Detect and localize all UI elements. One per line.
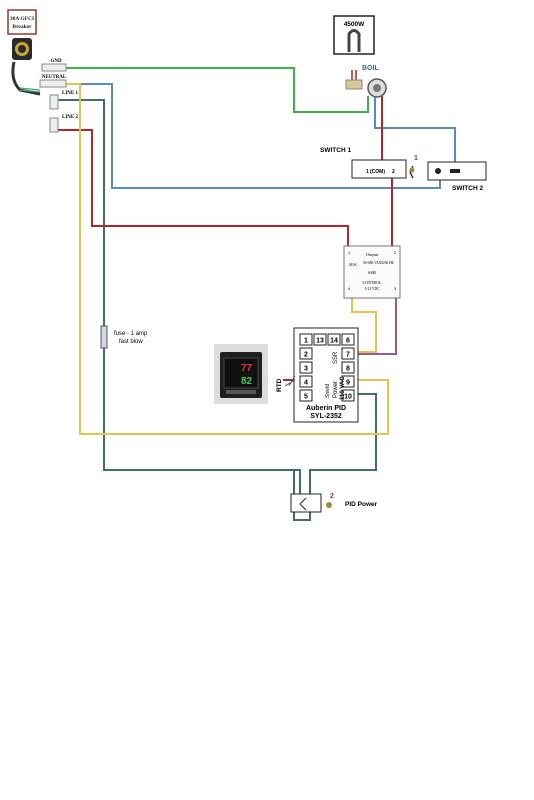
breaker-label-line2: Breaker <box>12 24 32 30</box>
switch-2: SWITCH 2 <box>427 161 487 192</box>
heating-element-icon <box>347 29 361 52</box>
ssr-pin2: 2 <box>394 250 397 255</box>
pid-terminal-label-8: 8 <box>346 366 350 373</box>
line2-terminal <box>49 117 59 133</box>
switch1-pin-right: 2 <box>392 169 395 175</box>
pid-hot-wire <box>58 83 389 435</box>
boil-receptacle: BOIL <box>362 65 387 98</box>
ssr-hz: 50/60 HZ <box>380 261 394 265</box>
pid-switch-toggle-icon[interactable] <box>299 497 307 511</box>
pid-rtd-label: RTD <box>276 378 283 392</box>
pid-terminal-label-6: 6 <box>346 338 350 345</box>
pid-power-return-wire <box>309 393 377 498</box>
ssr-pin3: 3 <box>394 286 397 291</box>
ssr: 1 2 Output 40A 90-480 VAC 50/60 HZ SSR C… <box>343 245 401 299</box>
ssr-output-label: Output <box>366 252 379 257</box>
pid-terminal-label-9: 9 <box>346 380 350 387</box>
pid-power-number: 2 <box>330 493 334 500</box>
pid-terminal-14 <box>327 333 341 346</box>
ssr-control-neg-wire <box>351 296 377 353</box>
pid-photo: 77 82 <box>214 344 268 404</box>
line1-terminal-label: LINE 1 <box>62 91 78 96</box>
pid-terminal-5 <box>299 389 313 402</box>
pid-shield-label: Shield <box>325 384 331 398</box>
fuse-label-line1: fuse - 1 amp <box>114 331 148 337</box>
fuse-label-line2: fast blow <box>119 339 143 345</box>
rtd-sensor-icon <box>284 375 296 387</box>
pid-terminal-label-4: 4 <box>304 380 308 387</box>
pid-terminal-10 <box>341 389 355 402</box>
pid-name: Auberin PID <box>306 405 346 412</box>
breaker-box <box>7 9 37 35</box>
boil-to-switch2-wire <box>374 97 456 163</box>
neutral-terminal <box>39 79 67 88</box>
switch1-pin-left: 1 <box>366 169 369 175</box>
pid-terminal-label-10: 10 <box>344 394 352 401</box>
ssr-pin4: 4 <box>348 286 351 291</box>
ground-wire <box>66 67 369 113</box>
pid-terminal-grid: 1 13 14 6 2 7 3 8 4 9 5 10 <box>299 333 355 402</box>
line1-terminal <box>49 94 59 110</box>
switch2-toggle-icon[interactable] <box>435 168 441 174</box>
switch1-pin-com: (COM) <box>370 169 385 175</box>
element-rating: 4500W <box>344 21 365 28</box>
gfci-breaker: 30A GFCI Breaker <box>7 9 41 96</box>
line2-terminal-label: LINE 2 <box>62 115 78 120</box>
fuse-icon <box>100 325 108 349</box>
pid-terminal-4 <box>299 375 313 388</box>
ssr-vdc: 3-32 VDC <box>364 287 380 291</box>
gnd-terminal-label: GND <box>50 59 62 64</box>
pid-model: SYL-2352 <box>310 413 342 420</box>
pid-terminal-13 <box>313 333 327 346</box>
pid-terminal-1 <box>299 333 313 346</box>
switch2-title: SWITCH 2 <box>452 185 483 192</box>
ssr-name: SSR <box>368 270 376 275</box>
pid-terminal-7 <box>341 347 355 360</box>
pid-terminal-2 <box>299 347 313 360</box>
pid-power-label-text: PID Power <box>345 501 378 508</box>
switch-1: SWITCH 1 1 1 (COM) 2 <box>320 147 418 179</box>
line1-wire <box>56 99 301 498</box>
switch1-body <box>351 159 407 179</box>
pid-power-voltage: 110 VAC <box>340 376 346 400</box>
pid-terminal-label-2: 2 <box>304 352 308 359</box>
pid-terminal-label-14: 14 <box>330 338 338 345</box>
ssr-amps: 40A <box>349 262 358 267</box>
pid-controller: 1 13 14 6 2 7 3 8 4 9 5 10 RTD Shield SSR Power 110… <box>276 327 359 423</box>
ssr-body <box>343 245 401 299</box>
gnd-terminal <box>41 63 67 72</box>
element-box <box>333 15 375 55</box>
pid-terminal-9 <box>341 375 355 388</box>
pid-terminal-label-1: 1 <box>304 338 308 345</box>
pid-power-switch: 2 PID Power <box>290 493 378 513</box>
ssr-vac: 90-480 VAC <box>363 261 382 265</box>
pid-ssr-label: SSR <box>333 351 339 364</box>
switch1-number: 1 <box>414 155 418 162</box>
heating-element: 4500W <box>333 15 375 90</box>
pid-switch-body <box>290 493 322 513</box>
inline-fuse: fuse - 1 amp fast blow <box>100 325 148 349</box>
ssr-pin1: 1 <box>348 250 351 255</box>
neutral-wire <box>56 83 441 189</box>
pid-terminal-label-7: 7 <box>346 352 350 359</box>
ssr-control-label: CONTROL <box>363 280 382 285</box>
pid-terminal-8 <box>341 361 355 374</box>
pid-terminal-3 <box>299 361 313 374</box>
boil-label: BOIL <box>362 65 379 72</box>
switch1-title: SWITCH 1 <box>320 147 351 154</box>
pid-photo-sv: 82 <box>241 376 253 387</box>
breaker-cable-icon <box>11 61 41 96</box>
pid-photo-pv: 77 <box>241 363 253 374</box>
pid-terminal-label-5: 5 <box>304 394 308 401</box>
neutral-terminal-label: NEUTRAL <box>42 75 67 80</box>
pid-terminal-6 <box>341 333 355 346</box>
pid-terminal-label-3: 3 <box>304 366 308 373</box>
pid-terminal-label-13: 13 <box>316 338 324 345</box>
breaker-label-line1: 30A GFCI <box>10 16 34 22</box>
pid-power-label: Power <box>333 381 339 398</box>
terminal-block: GND NEUTRAL LINE 1 LINE 2 <box>39 59 78 133</box>
